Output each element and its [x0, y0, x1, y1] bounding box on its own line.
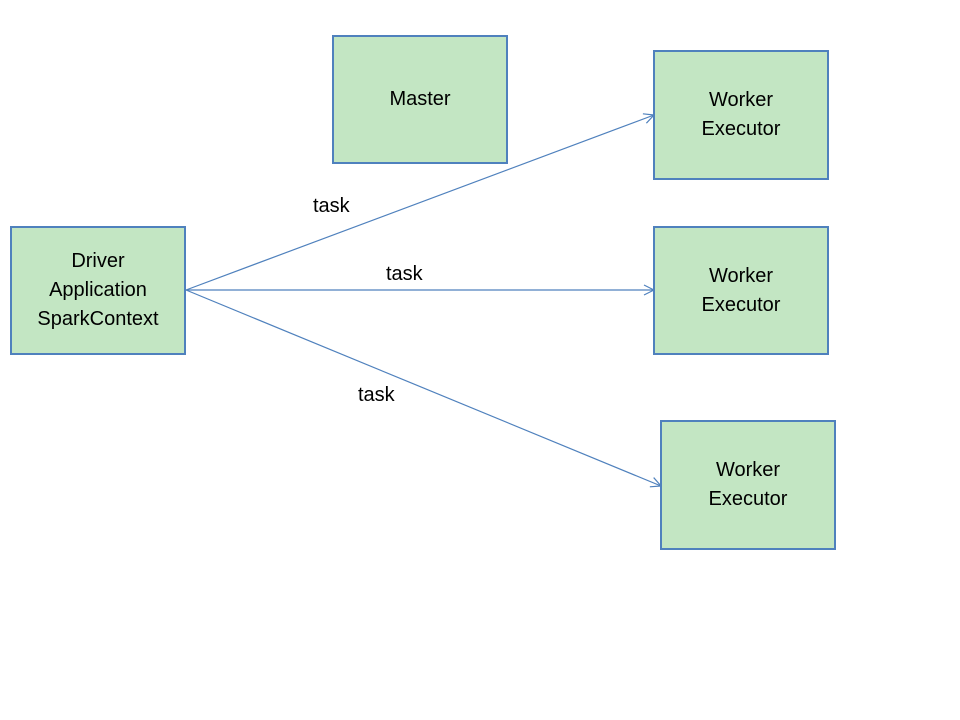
worker-node-1-line-1: Worker: [708, 89, 774, 111]
driver-node-line-3: SparkContext: [37, 308, 159, 330]
driver-node-line-1: Driver: [71, 250, 125, 272]
worker-node-3-line-1: Worker: [715, 459, 781, 481]
edge-label-task-1: task: [313, 195, 350, 217]
driver-node-line-2: Application: [49, 279, 147, 301]
master-node-label: Master: [389, 88, 451, 110]
worker-node-3: Worker Executor: [660, 420, 836, 550]
worker-node-2-line-2: Executor: [701, 293, 781, 316]
worker-node-2-line-1: Worker: [708, 264, 774, 287]
master-node: Master: [332, 35, 508, 164]
edge-label-task-3: task: [358, 384, 395, 406]
worker-node-1-line-2: Executor: [701, 118, 781, 140]
worker-node-2: Worker Executor: [653, 226, 829, 355]
driver-node: Driver Application SparkContext: [10, 226, 186, 355]
worker-node-3-line-2: Executor: [708, 488, 788, 510]
edge-driver-to-worker-1: [185, 115, 654, 291]
edge-driver-to-worker-3: [185, 289, 661, 486]
edge-label-task-2: task: [386, 263, 423, 285]
worker-node-1: Worker Executor: [653, 50, 829, 180]
